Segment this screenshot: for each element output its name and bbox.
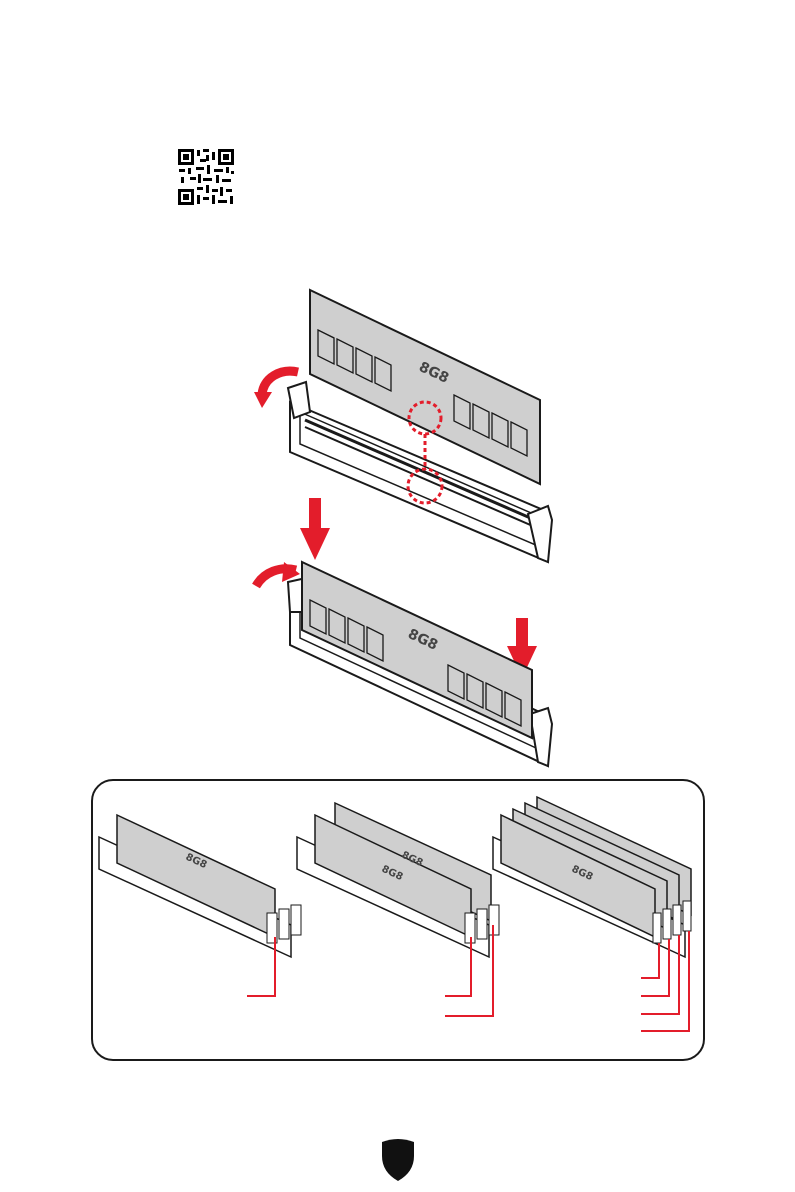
config-four-modules: 8G8 [493,797,691,1031]
config-one-module: 8G8 [99,815,301,996]
dimm-installation-diagram: 8G8 8G8 [0,0,795,790]
msi-shield-icon [380,1138,416,1182]
config-two-modules: 8G8 8G8 [297,803,499,1016]
configuration-illustrations: 8G8 8G8 8G8 8G8 [91,779,705,1061]
insert-arrow-left [300,498,330,560]
